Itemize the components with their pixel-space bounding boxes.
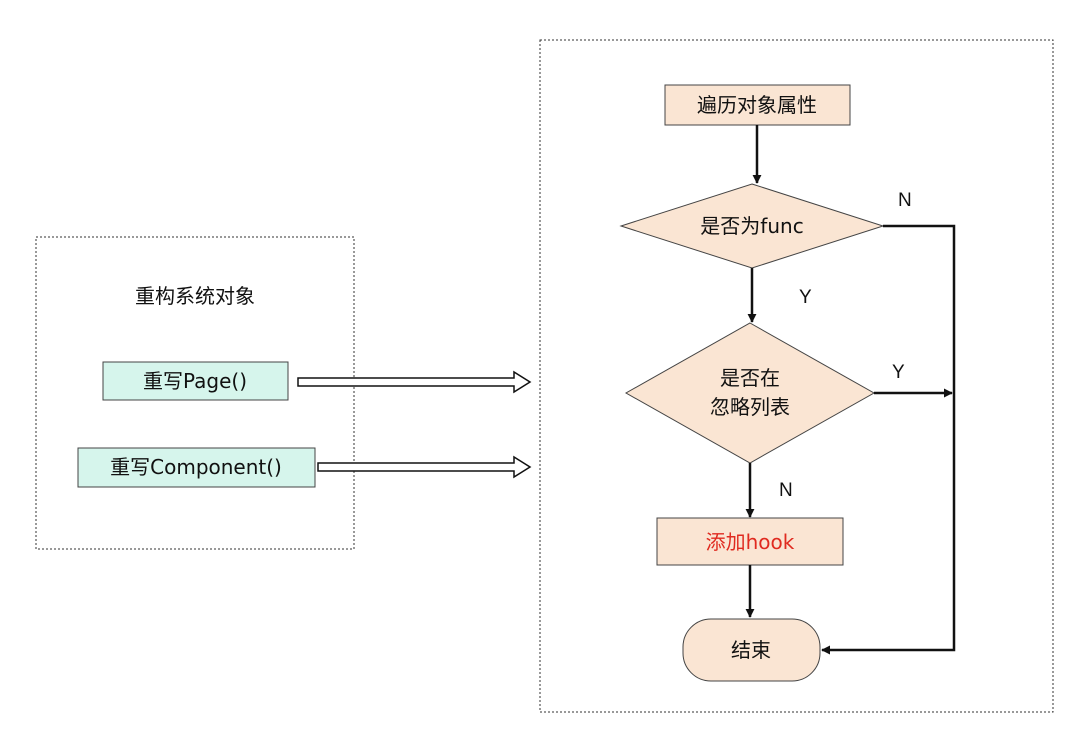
right-panel-frame — [539, 39, 1054, 713]
edge-decision1-no — [821, 224, 956, 655]
component-to-flow-arrow — [317, 455, 532, 479]
rewrite-page-label: 重写Page() — [143, 369, 247, 393]
rewrite-page-box — [102, 361, 289, 401]
left-panel-title: 重构系统对象 — [135, 284, 255, 308]
rewrite-component-box — [77, 447, 316, 488]
decision-in-ignore-list-line2: 忽略列表 — [710, 395, 790, 419]
label-d1-yes: Y — [799, 287, 812, 308]
rewrite-component-label: 重写Component() — [110, 455, 282, 479]
decision-is-func-label: 是否为func — [700, 214, 803, 238]
add-hook-label: 添加hook — [706, 530, 795, 554]
label-d2-no: N — [779, 480, 793, 501]
end-node — [682, 618, 821, 682]
left-panel-frame — [35, 236, 355, 550]
label-d1-no: N — [898, 190, 912, 211]
label-d2-yes: Y — [892, 362, 905, 383]
start-node-label: 遍历对象属性 — [697, 93, 817, 117]
end-node-label: 结束 — [731, 638, 771, 662]
decision-in-ignore-list — [624, 322, 876, 464]
decision-in-ignore-list-line1: 是否在 — [720, 366, 780, 390]
page-to-flow-arrow — [297, 370, 532, 394]
start-node — [664, 84, 851, 126]
